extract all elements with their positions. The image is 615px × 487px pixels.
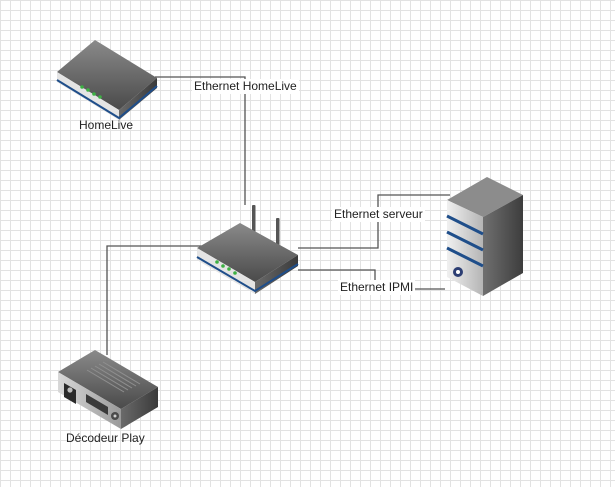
homelive-caption: HomeLive bbox=[79, 118, 134, 132]
link-homelive-label: Ethernet HomeLive bbox=[192, 79, 299, 94]
decoder-device[interactable] bbox=[58, 350, 158, 429]
decoder-caption: Décodeur Play bbox=[66, 431, 145, 445]
server-device[interactable] bbox=[446, 177, 523, 296]
decoder-icon bbox=[58, 350, 158, 429]
connectors bbox=[106, 76, 450, 355]
link-homelive-line bbox=[155, 76, 246, 205]
router-device[interactable] bbox=[196, 205, 299, 294]
link-server-label: Ethernet serveur bbox=[332, 207, 425, 222]
server-tower-icon bbox=[446, 177, 523, 296]
homelive-device[interactable] bbox=[56, 40, 158, 120]
wifi-router-icon bbox=[196, 205, 299, 294]
link-ipmi-label: Ethernet IPMI bbox=[338, 280, 416, 295]
link-decoder-line bbox=[106, 245, 205, 355]
set-top-box-icon bbox=[56, 40, 158, 120]
